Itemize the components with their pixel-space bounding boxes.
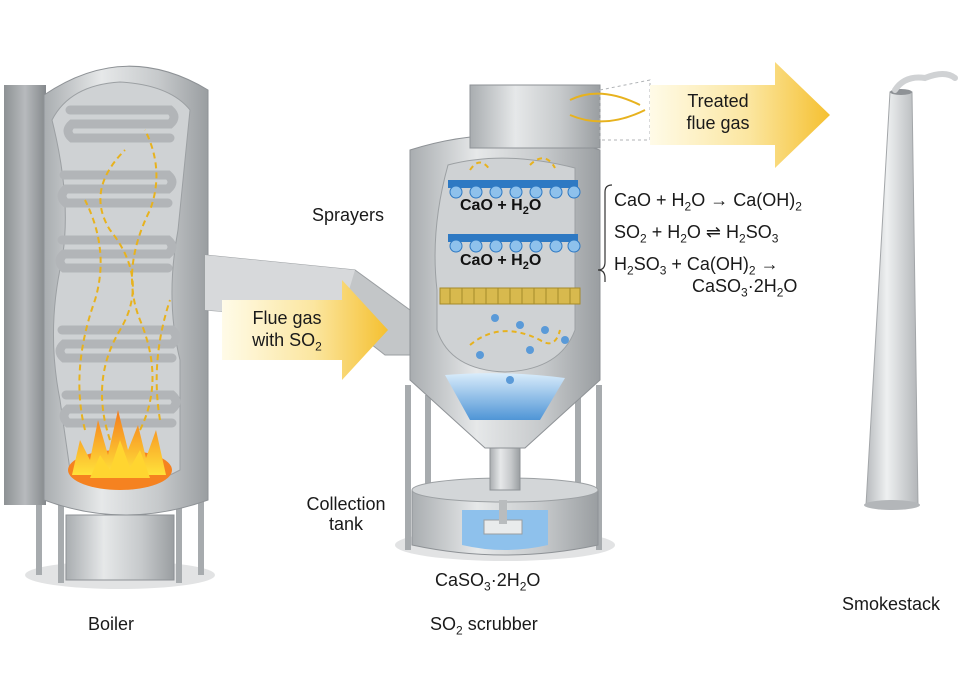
boiler <box>4 65 215 589</box>
treated-gas-arrow-label: Treated flue gas <box>668 90 768 134</box>
equation-3-product: CaSO3·2H2O <box>692 276 798 300</box>
outlet-gas-trails <box>569 92 646 123</box>
packing-grid <box>439 287 581 305</box>
smokestack <box>864 71 958 510</box>
equation-1: CaO + H2O → Ca(OH)2 <box>614 190 802 214</box>
smokestack-label: Smokestack <box>842 594 941 614</box>
lower-sprayer-label: CaO + H2O <box>460 252 542 273</box>
lower-sprayer-bank <box>448 234 581 253</box>
product-label: CaSO3·2H2O <box>435 570 541 594</box>
collection-tank-label: Collection tank <box>298 494 394 534</box>
equation-bracket <box>597 184 613 282</box>
flue-gas-arrow-label: Flue gas with SO2 <box>232 307 342 358</box>
boiler-tubes <box>55 105 181 428</box>
upper-sprayer-label: CaO + H2O <box>460 197 542 218</box>
furnace-flame <box>68 410 172 490</box>
flue-gas-line1: Flue gas <box>252 308 322 328</box>
boiler-label: Boiler <box>88 614 135 634</box>
treated-line2: flue gas <box>686 113 750 133</box>
flue-gas-line2: with SO2 <box>252 330 322 354</box>
smoke-plume <box>892 71 958 93</box>
equation-2: SO2 + H2O ⇌ H2SO3 <box>614 222 779 246</box>
upper-sprayer-bank <box>448 180 581 199</box>
treated-gas-arrow <box>650 62 830 168</box>
droplets <box>476 314 569 384</box>
scrubber-legs <box>405 385 602 550</box>
flue-gas-arrow <box>222 280 388 380</box>
treated-line1: Treated <box>687 91 749 111</box>
collection-line2: tank <box>328 514 364 534</box>
hot-gas-trails <box>78 129 171 441</box>
scrubber-gas-trails <box>469 157 561 346</box>
so2-scrubber <box>395 79 651 561</box>
collection-line1: Collection <box>306 494 386 514</box>
boiler-legs <box>36 495 204 583</box>
scrubber-label: SO2 scrubber <box>430 614 538 638</box>
equation-3: H2SO3 + Ca(OH)2 → <box>614 254 779 278</box>
sprayers-label: Sprayers <box>312 205 385 225</box>
